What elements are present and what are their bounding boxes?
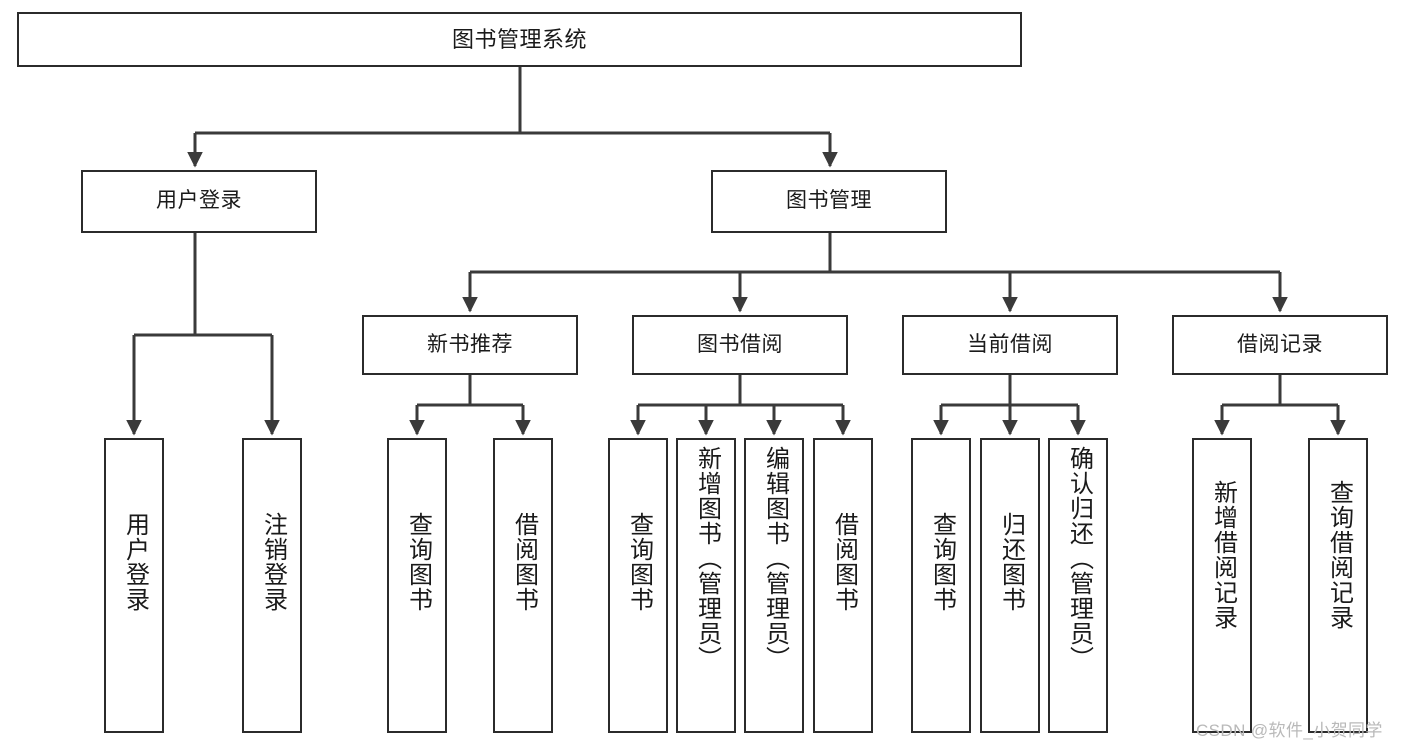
node-leaf-logout-label: 注销登录 bbox=[259, 512, 287, 612]
node-user-login-label: 用户登录 bbox=[156, 189, 242, 213]
node-leaf-query-record-label: 查询借阅记录 bbox=[1325, 480, 1353, 630]
node-leaf-query-book-1-label: 查询图书 bbox=[404, 512, 432, 612]
node-leaf-add-record[interactable]: 新增借阅记录 bbox=[1192, 438, 1252, 733]
node-book-borrow-label: 图书借阅 bbox=[697, 332, 783, 356]
node-borrow-record[interactable]: 借阅记录 bbox=[1172, 315, 1388, 375]
node-root-label: 图书管理系统 bbox=[451, 26, 587, 52]
node-leaf-add-book-label: 新增图书（管理员） bbox=[693, 446, 721, 671]
node-leaf-query-book-3[interactable]: 查询图书 bbox=[911, 438, 971, 733]
node-leaf-return-book-label: 归还图书 bbox=[997, 512, 1025, 612]
node-leaf-edit-book[interactable]: 编辑图书（管理员） bbox=[744, 438, 804, 733]
node-book-manage-label: 图书管理 bbox=[786, 189, 872, 213]
node-current-borrow[interactable]: 当前借阅 bbox=[902, 315, 1118, 375]
node-book-borrow[interactable]: 图书借阅 bbox=[632, 315, 848, 375]
node-borrow-record-label: 借阅记录 bbox=[1237, 332, 1323, 356]
node-leaf-borrow-book-1[interactable]: 借阅图书 bbox=[493, 438, 553, 733]
node-leaf-query-record[interactable]: 查询借阅记录 bbox=[1308, 438, 1368, 733]
node-leaf-add-record-label: 新增借阅记录 bbox=[1209, 480, 1237, 630]
node-leaf-confirm-return[interactable]: 确认归还（管理员） bbox=[1048, 438, 1108, 733]
node-new-book-recommend-label: 新书推荐 bbox=[427, 332, 513, 356]
node-leaf-user-login[interactable]: 用户登录 bbox=[104, 438, 164, 733]
node-root[interactable]: 图书管理系统 bbox=[17, 12, 1022, 67]
node-current-borrow-label: 当前借阅 bbox=[967, 332, 1053, 356]
node-leaf-borrow-book-1-label: 借阅图书 bbox=[510, 512, 538, 612]
node-leaf-query-book-2-label: 查询图书 bbox=[625, 512, 653, 612]
node-leaf-borrow-book-2[interactable]: 借阅图书 bbox=[813, 438, 873, 733]
node-leaf-add-book[interactable]: 新增图书（管理员） bbox=[676, 438, 736, 733]
node-leaf-query-book-2[interactable]: 查询图书 bbox=[608, 438, 668, 733]
node-book-manage[interactable]: 图书管理 bbox=[711, 170, 947, 233]
node-leaf-return-book[interactable]: 归还图书 bbox=[980, 438, 1040, 733]
node-new-book-recommend[interactable]: 新书推荐 bbox=[362, 315, 578, 375]
node-leaf-query-book-1[interactable]: 查询图书 bbox=[387, 438, 447, 733]
node-leaf-edit-book-label: 编辑图书（管理员） bbox=[761, 446, 789, 671]
node-user-login[interactable]: 用户登录 bbox=[81, 170, 317, 233]
node-leaf-borrow-book-2-label: 借阅图书 bbox=[830, 512, 858, 612]
node-leaf-logout[interactable]: 注销登录 bbox=[242, 438, 302, 733]
watermark: CSDN @软件_小贺同学 bbox=[1196, 721, 1383, 740]
node-leaf-user-login-label: 用户登录 bbox=[121, 512, 149, 612]
node-leaf-confirm-return-label: 确认归还（管理员） bbox=[1065, 446, 1093, 671]
node-leaf-query-book-3-label: 查询图书 bbox=[928, 512, 956, 612]
